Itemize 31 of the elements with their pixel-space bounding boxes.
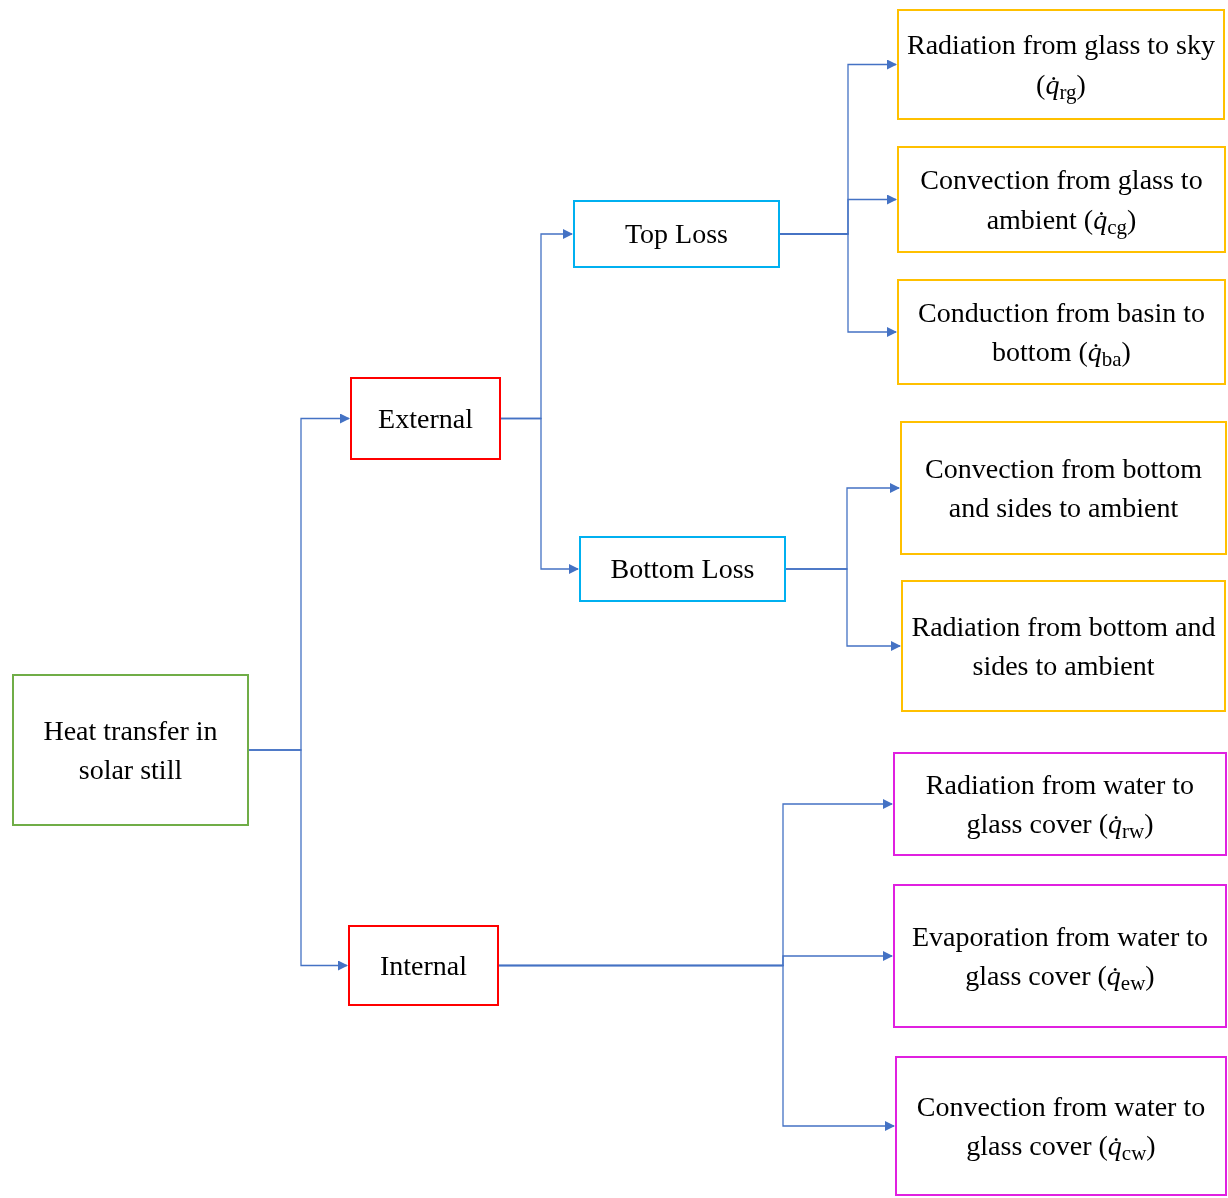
node-label: Evaporation from water to glass cover (q̇$_{ew}$) xyxy=(910,919,1210,996)
mechanism-box xyxy=(893,884,1227,1028)
mechanism-box xyxy=(893,752,1227,856)
node-label: Internal xyxy=(379,948,468,983)
arrow xyxy=(498,964,895,1131)
arrow xyxy=(785,568,901,651)
mechanism-box xyxy=(897,146,1226,253)
category-box xyxy=(348,925,499,1006)
node-label: Convection from bottom and sides to ambient xyxy=(924,451,1203,525)
node-label: Bottom Loss xyxy=(610,552,755,587)
arrow xyxy=(248,749,348,971)
node-label: Radiation from water to glass cover (q̇$_{rw}$) xyxy=(924,767,1196,844)
mechanism-box xyxy=(901,580,1226,712)
loss-box xyxy=(579,536,786,602)
loss-box xyxy=(573,200,780,268)
mechanism-box xyxy=(897,279,1226,385)
node-label: Heat transfer in solar still xyxy=(42,713,219,787)
node-label: Convection from glass to ambient (q̇$_{cg}$) xyxy=(919,163,1204,239)
node-label: External xyxy=(378,401,473,436)
node-label: Radiation from bottom and sides to ambient xyxy=(911,609,1216,683)
node-label: Top Loss xyxy=(624,217,728,252)
arrow xyxy=(500,417,579,574)
mechanism-box xyxy=(897,9,1225,120)
mechanism-box xyxy=(900,421,1227,555)
node-label: Conduction from basin to bottom (q̇$_{ba}$) xyxy=(917,295,1206,372)
mechanism-box xyxy=(895,1056,1227,1196)
node-label: Convection from water to glass cover (q̇$_{cw}$) xyxy=(915,1089,1207,1166)
arrow xyxy=(779,233,897,337)
root-box xyxy=(12,674,249,826)
node-label: Radiation from glass to sky (q̇$_{rg}$) xyxy=(907,28,1215,104)
category-box xyxy=(350,377,501,460)
